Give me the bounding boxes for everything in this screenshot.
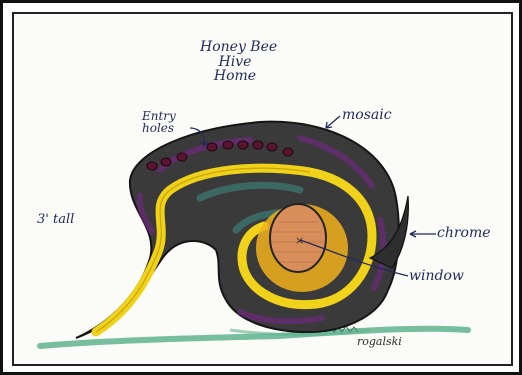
entry-holes-label: Entry holes [142,110,176,134]
height-label: 3' tall [37,213,74,227]
window-label: window [409,269,464,284]
drawing-title: Honey Bee Hive Home [200,40,270,84]
mosaic-label: mosaic [342,108,392,123]
chrome-label: chrome [437,226,491,241]
entry-label-line-2: holes [142,122,176,134]
title-line-2: Hive [200,55,270,70]
title-line-3: Home [200,69,270,84]
artist-signature: rogalski [357,336,402,348]
title-line-1: Honey Bee [200,40,270,55]
